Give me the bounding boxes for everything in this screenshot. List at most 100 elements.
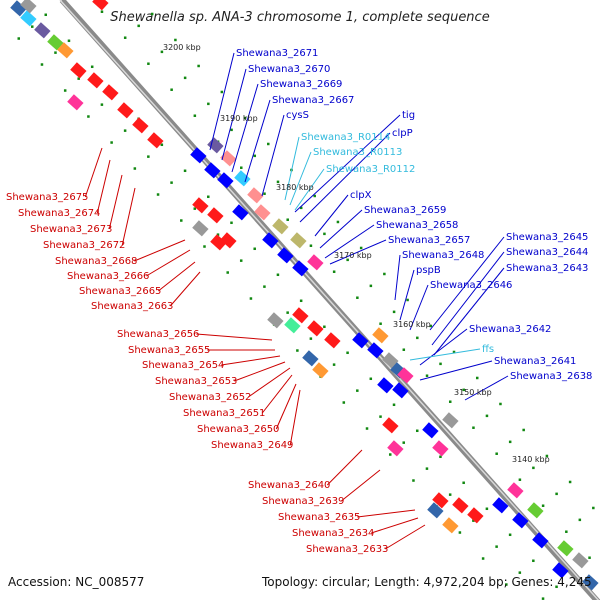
- grid-dot: [425, 374, 429, 377]
- blue-leader-line: [329, 239, 387, 265]
- blue-leader-line: [324, 224, 375, 259]
- grid-dot: [263, 285, 266, 288]
- blue-leader-line: [244, 99, 271, 183]
- grid-dot: [346, 258, 349, 262]
- blue-leader-line: [409, 284, 429, 331]
- gene-label: Shewana3_2651: [183, 408, 265, 419]
- gene-feature: [10, 0, 27, 17]
- gene-feature: [210, 234, 227, 251]
- gene-feature: [392, 382, 409, 399]
- gene-labels: Shewana3_2671Shewana3_2670Shewana3_2669S…: [6, 48, 592, 555]
- map-title: Shewanella sp. ANA-3 chromosome 1, compl…: [110, 10, 490, 25]
- grid-dot: [243, 116, 247, 120]
- red-leader-line: [169, 271, 201, 307]
- gene-feature: [387, 440, 404, 457]
- grid-dot: [365, 427, 369, 430]
- grid-dot: [156, 193, 160, 196]
- gene-feature: [372, 327, 389, 344]
- gene-label: Shewana3_2645: [506, 232, 588, 243]
- grid-dot: [518, 571, 522, 574]
- backbone-line: [59, 0, 600, 600]
- blue-leader-line: [209, 52, 235, 151]
- gene-label: Shewana3_2667: [272, 95, 354, 106]
- red-leader-line: [146, 249, 191, 277]
- gene-label: pspB: [416, 265, 441, 276]
- grid-dot: [439, 362, 442, 366]
- grid-dot: [346, 351, 349, 355]
- gene-feature: [234, 170, 251, 187]
- grid-dot: [100, 103, 104, 106]
- gene-label: Shewana3_2634: [292, 528, 374, 539]
- gene-feature: [367, 342, 384, 359]
- grid-dot: [87, 115, 90, 118]
- gene-feature: [352, 332, 369, 349]
- grid-dot: [508, 533, 512, 537]
- grid-dot: [499, 402, 502, 406]
- gene-feature: [207, 137, 224, 154]
- grid-dot: [555, 585, 558, 589]
- grid-dot: [356, 296, 359, 299]
- grid-dot: [240, 166, 243, 169]
- gene-label: Shewana3_2669: [260, 79, 342, 90]
- gene-label: Shewana3_2665: [79, 286, 161, 297]
- gene-feature: [70, 62, 87, 79]
- grid-dot: [429, 324, 433, 328]
- gene-feature: [102, 84, 119, 101]
- grid-dot: [77, 77, 80, 80]
- blue-leader-line: [314, 194, 349, 237]
- cyan-leader-line: [289, 151, 312, 206]
- red-leader-line: [275, 383, 297, 430]
- grid-dot: [147, 62, 150, 65]
- gene-feature: [232, 204, 249, 221]
- blue-leader-line: [294, 114, 401, 213]
- blue-leader-line: [419, 328, 468, 366]
- kbp-tick-label: 3180 kbp: [276, 183, 314, 192]
- grid-dot: [323, 325, 326, 329]
- red-leader-line: [248, 367, 291, 398]
- gene-feature: [217, 172, 234, 189]
- gene-feature: [262, 232, 279, 249]
- grid-dot: [336, 220, 340, 224]
- gene-feature: [34, 22, 51, 39]
- red-leader-line: [326, 449, 363, 486]
- grid-dot: [147, 155, 150, 158]
- red-leader-line: [371, 517, 419, 534]
- gene-feature: [267, 312, 284, 329]
- gene-feature: [422, 422, 439, 439]
- grid-dot: [207, 102, 210, 106]
- grid-dot: [448, 400, 452, 403]
- gene-label: Shewana3_2642: [469, 324, 551, 335]
- kbp-tick-label: 3150 kbp: [454, 388, 492, 397]
- grid-dot: [532, 559, 535, 563]
- blue-leader-line: [299, 132, 391, 223]
- gene-features: [10, 0, 599, 591]
- gene-label: Shewana3_2668: [55, 256, 137, 267]
- grid-dot: [249, 297, 253, 300]
- gene-label: Shewana3_2675: [6, 192, 88, 203]
- red-leader-line: [357, 509, 416, 518]
- grid-dot: [323, 232, 326, 236]
- gene-feature: [147, 132, 164, 149]
- blue-leader-line: [394, 254, 401, 301]
- grid-dot: [253, 247, 256, 251]
- gene-feature: [277, 247, 294, 264]
- gene-label: Shewana3_2641: [494, 356, 576, 367]
- gene-feature: [20, 10, 37, 27]
- grid-dot: [359, 246, 363, 250]
- gene-label: Shewana3_2640: [248, 480, 330, 491]
- gene-label: Shewana3_2663: [91, 301, 173, 312]
- grid-dot: [541, 597, 545, 600]
- blue-leader-line: [433, 267, 505, 356]
- gene-feature: [532, 532, 549, 549]
- grid-dot: [555, 492, 558, 496]
- cyan-leader-line: [294, 168, 325, 211]
- accession-text: Accession: NC_008577: [8, 575, 145, 589]
- gene-label: Shewana3_2649: [211, 440, 293, 451]
- grid-dot: [90, 65, 94, 69]
- grid-dot: [299, 299, 303, 303]
- gene-label: Shewana3_2666: [67, 271, 149, 282]
- grid-dot: [485, 507, 489, 511]
- grid-dot: [230, 128, 233, 132]
- grid-dot: [239, 259, 243, 262]
